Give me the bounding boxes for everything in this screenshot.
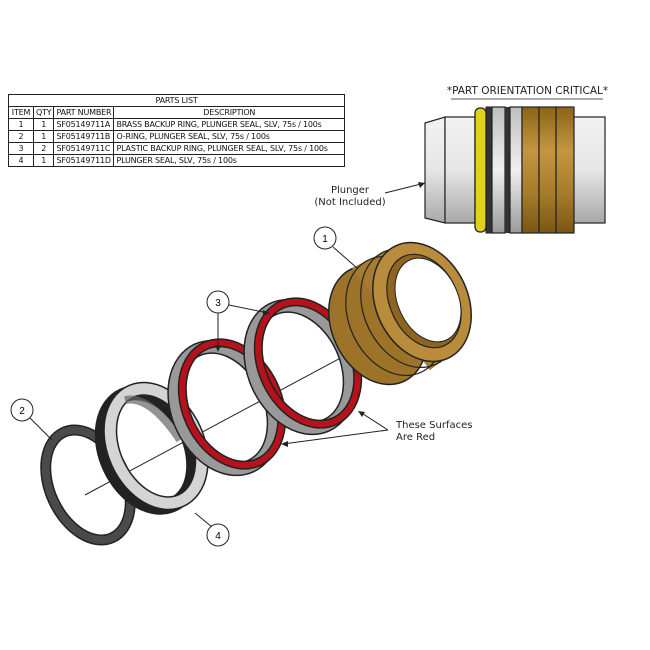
brass-backup-ring-part xyxy=(328,241,472,386)
cell-qty: 1 xyxy=(32,154,55,167)
plunger-label-line1: Plunger xyxy=(330,185,370,196)
yellow-oring-detail xyxy=(474,107,487,233)
red-surfaces-note: These Surfaces Are Red xyxy=(396,420,472,444)
cell-part-number: SF05149711D xyxy=(53,154,115,167)
plunger-detail-view xyxy=(384,106,606,234)
red-note-line2: Are Red xyxy=(396,432,436,443)
svg-text:1: 1 xyxy=(322,234,328,245)
red-surfaces-leaders xyxy=(281,411,389,447)
balloon-3: 3 xyxy=(206,290,270,352)
cell-description: PLUNGER SEAL, SLV, 75s / 100s xyxy=(113,154,345,167)
balloon-2: 2 xyxy=(10,398,53,441)
cell-qty: 1 xyxy=(32,130,55,143)
svg-text:2: 2 xyxy=(19,406,25,417)
svg-text:3: 3 xyxy=(215,298,221,309)
table-row: 1 1 SF05149711A BRASS BACKUP RING, PLUNG… xyxy=(8,118,345,131)
balloon-1: 1 xyxy=(313,226,358,269)
plunger-label: Plunger (Not Included) xyxy=(310,185,390,209)
svg-text:4: 4 xyxy=(215,531,221,542)
table-row: 4 1 SF05149711D PLUNGER SEAL, SLV, 75s /… xyxy=(8,154,345,167)
cell-qty: 1 xyxy=(32,118,55,131)
plunger-label-line2: (Not Included) xyxy=(314,197,386,208)
orientation-critical-note: *PART ORIENTATION CRITICAL* xyxy=(446,85,609,97)
balloon-4: 4 xyxy=(194,512,230,547)
red-note-line1: These Surfaces xyxy=(396,420,473,431)
parts-list-table: PARTS LIST ITEM QTY PART NUMBER DESCRIPT… xyxy=(8,94,345,167)
